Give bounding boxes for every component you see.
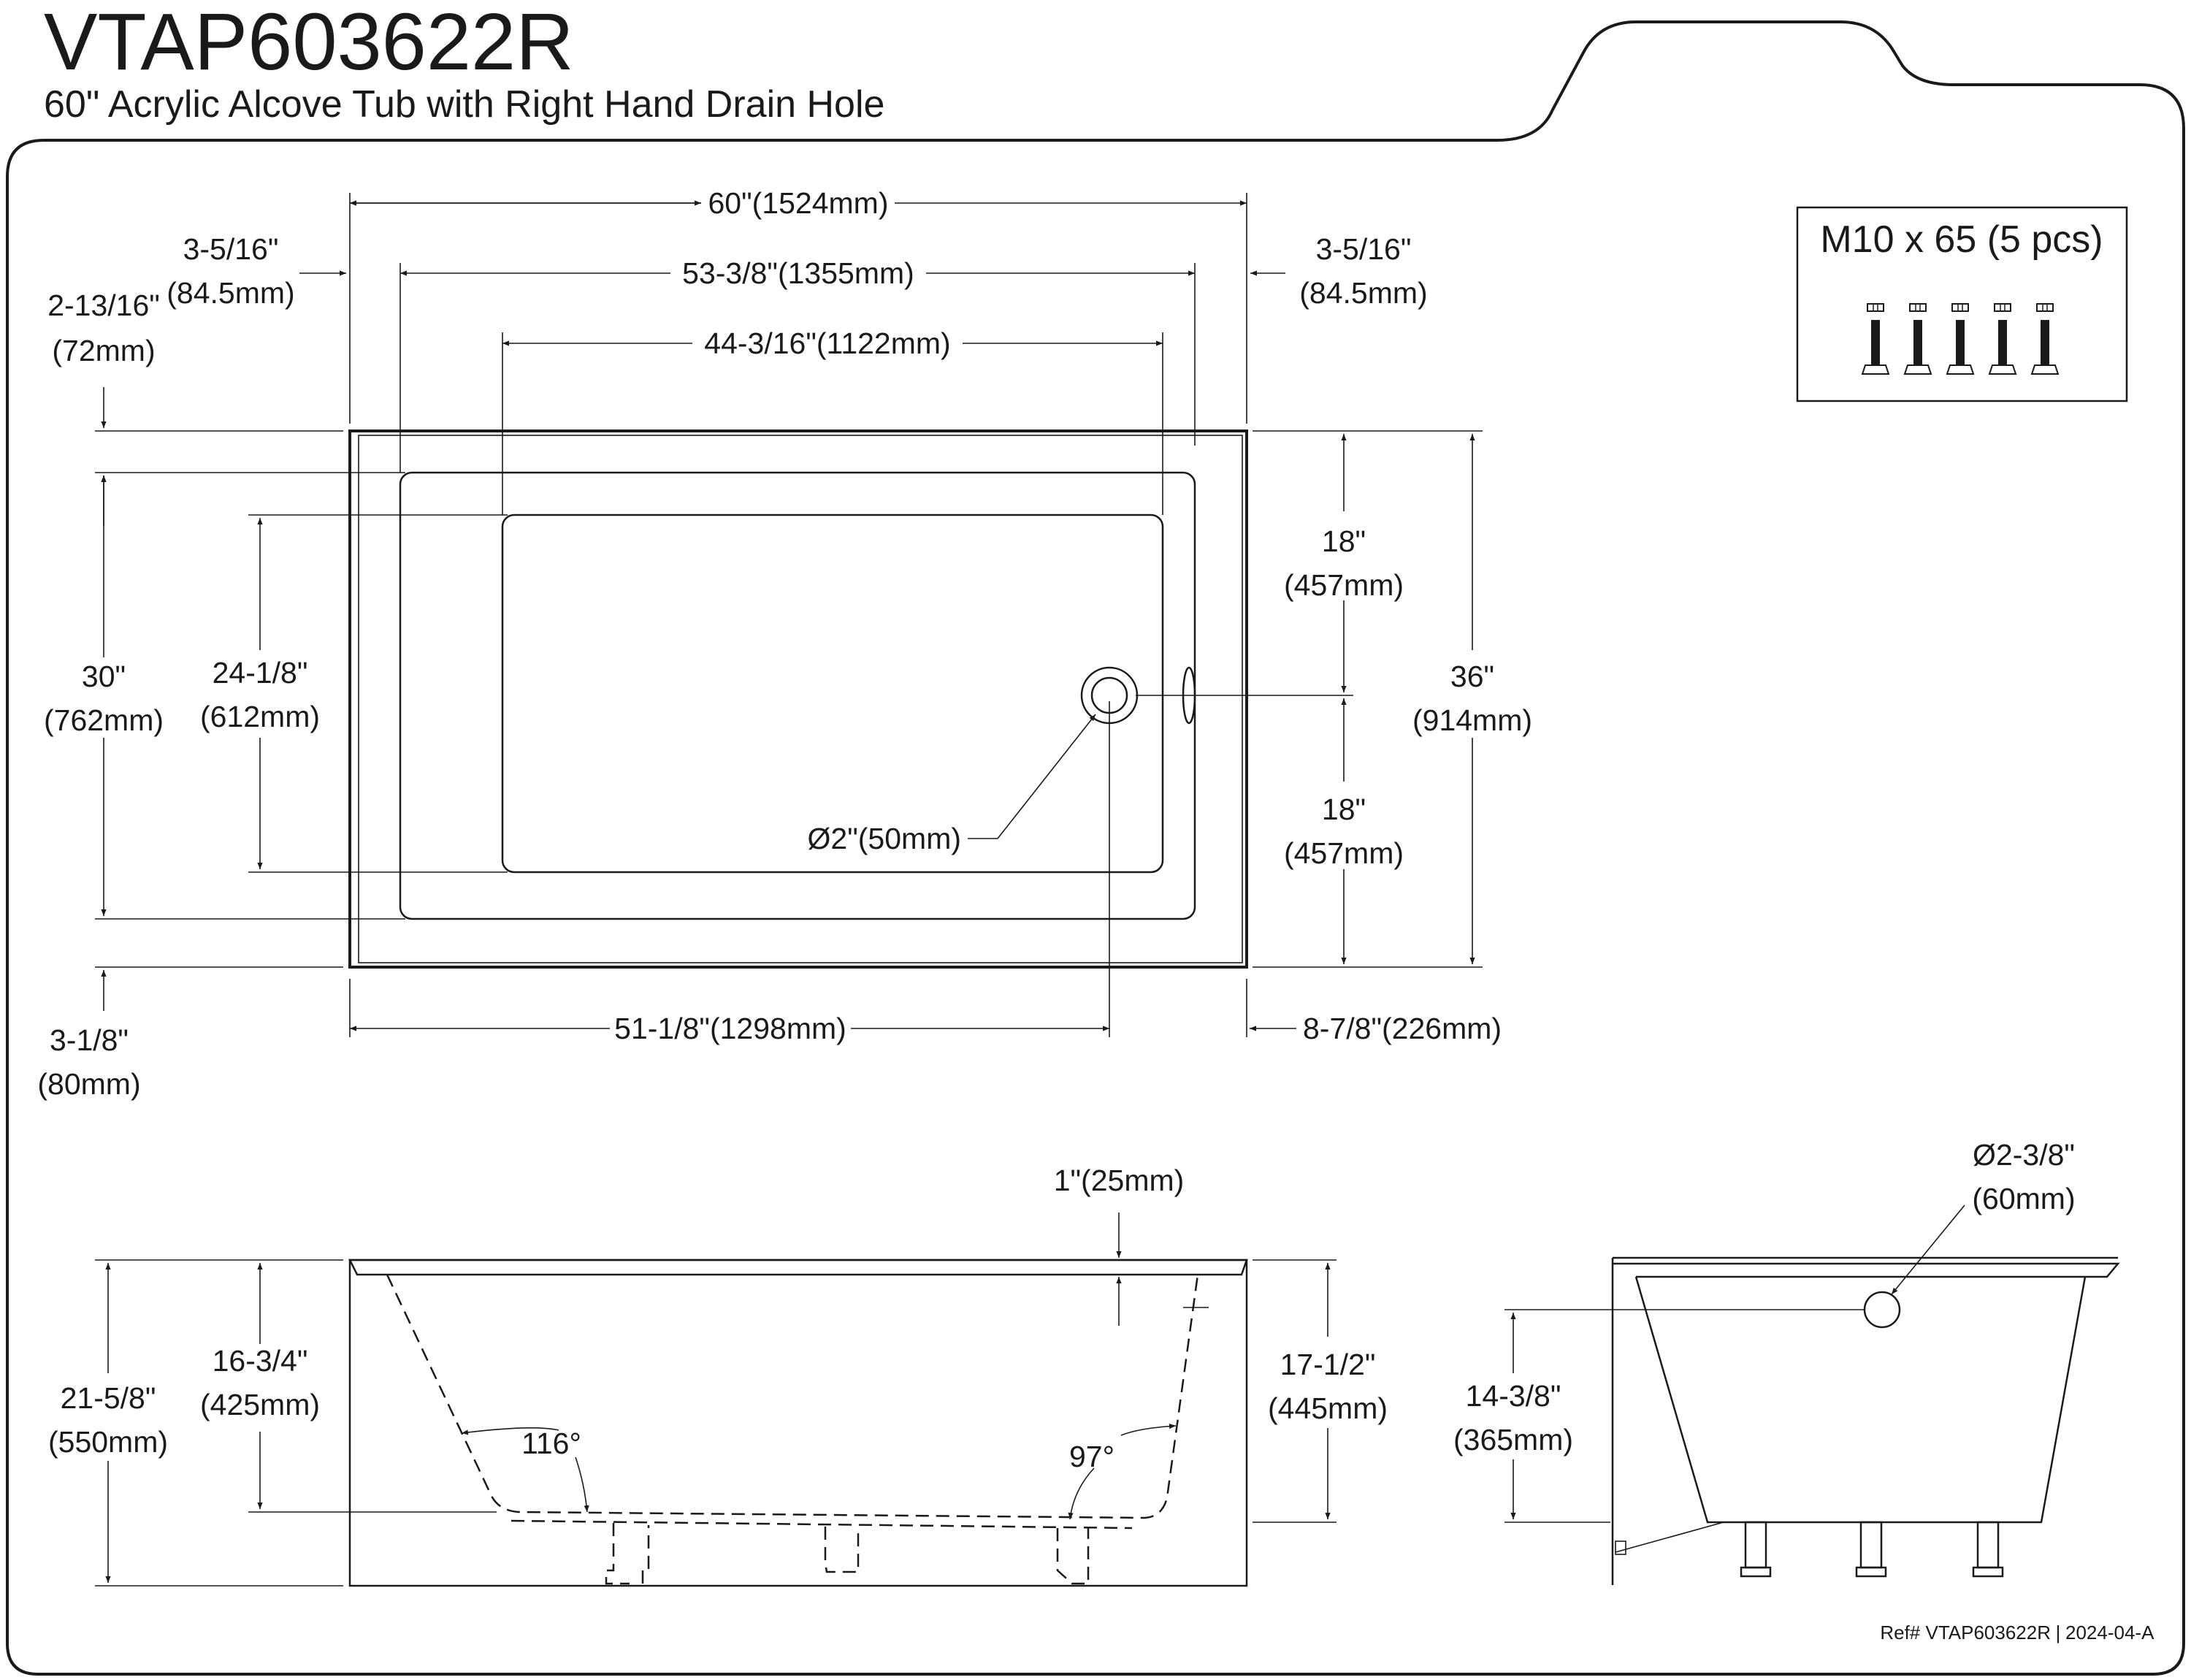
dim-back-rim-in: 2-13/16" <box>47 289 160 322</box>
dim-drain-diameter: Ø2"(50mm) <box>808 822 961 855</box>
dim-front-rim-mm: (80mm) <box>37 1067 140 1101</box>
product-subtitle: 60" Acrylic Alcove Tub with Right Hand D… <box>44 83 884 126</box>
top-view: 60"(1524mm) 53-3/8"(1355mm) 44-3/16"(112… <box>37 186 1532 1101</box>
overflow-hole <box>1863 1291 1901 1329</box>
dim-half-width-bottom-mm: (457mm) <box>1284 836 1404 870</box>
basin-profile <box>386 1274 1199 1519</box>
dim-overflow-height-mm: (365mm) <box>1453 1423 1573 1456</box>
dim-skirt-height-mm: (445mm) <box>1268 1391 1388 1425</box>
bolt-icon <box>1989 303 2016 375</box>
hardware-box: M10 x 65 (5 pcs) <box>1796 206 2128 402</box>
end-basin-profile <box>1634 1276 2087 1524</box>
dim-half-width-top-in: 18" <box>1322 524 1366 558</box>
reference-number: Ref# VTAP603622R <box>1880 1622 2051 1643</box>
dim-overall-width-in: 36" <box>1450 660 1494 693</box>
angle-right: 97° <box>1069 1440 1114 1473</box>
skirt-outline <box>348 1259 1248 1587</box>
footer-separator: | <box>2056 1622 2061 1643</box>
dim-overall-length: 60"(1524mm) <box>708 186 889 220</box>
dim-rim-thickness: 1"(25mm) <box>1054 1164 1185 1197</box>
dim-front-rim-in: 3-1/8" <box>50 1023 129 1057</box>
dim-overflow-height-in: 14-3/8" <box>1466 1379 1561 1413</box>
dim-floor-width-mm: (612mm) <box>200 700 320 733</box>
hardware-label: M10 x 65 (5 pcs) <box>1820 218 2103 261</box>
end-view: Ø2-3/8" (60mm) 14-3/8" (365mm) <box>1453 1138 2120 1585</box>
bolt-icon <box>1946 303 1974 375</box>
tub-floor <box>501 513 1164 874</box>
dim-overall-height-mm: (550mm) <box>48 1425 168 1459</box>
bolt-icon <box>2031 303 2059 375</box>
dim-inner-width-in: 30" <box>82 660 126 693</box>
dim-drain-to-right: 8-7/8"(226mm) <box>1303 1012 1502 1045</box>
bolt-icon <box>1904 303 1932 375</box>
dim-overall-height-in: 21-5/8" <box>61 1381 156 1415</box>
bolt-icon <box>1862 303 1889 375</box>
dim-left-rim-mm: (84.5mm) <box>167 276 294 310</box>
dim-inner-width-mm: (762mm) <box>44 703 164 737</box>
revision-code: 2024-04-A <box>2065 1622 2154 1643</box>
dim-left-rim-in: 3-5/16" <box>183 232 279 266</box>
dim-overall-width-mm: (914mm) <box>1412 703 1532 737</box>
dim-inner-depth-in: 16-3/4" <box>213 1344 308 1378</box>
model-number: VTAP603622R <box>44 0 574 87</box>
page-border <box>6 20 2185 1676</box>
dim-overflow-dia-mm: (60mm) <box>1972 1182 2075 1215</box>
dim-inner-depth-mm: (425mm) <box>200 1388 320 1421</box>
dim-right-rim-in: 3-5/16" <box>1316 232 1412 266</box>
side-view: 1"(25mm) 21-5/8" (550mm) 16-3/4" (425mm)… <box>48 1164 1388 1587</box>
dim-floor-length: 44-3/16"(1122mm) <box>704 327 950 360</box>
dim-drain-to-left: 51-1/8"(1298mm) <box>614 1012 846 1045</box>
dim-half-width-top-mm: (457mm) <box>1284 568 1404 602</box>
dim-half-width-bottom-in: 18" <box>1322 793 1366 826</box>
tub-outer-outline <box>348 429 1248 969</box>
tub-inner-basin <box>399 471 1196 920</box>
angle-left: 116° <box>521 1427 581 1460</box>
dim-overflow-dia-in: Ø2-3/8" <box>1973 1138 2075 1172</box>
dim-inner-length: 53-3/8"(1355mm) <box>682 256 914 290</box>
dim-floor-width-in: 24-1/8" <box>213 656 308 690</box>
dim-right-rim-mm: (84.5mm) <box>1299 276 1427 310</box>
dim-skirt-height-in: 17-1/2" <box>1280 1348 1376 1381</box>
dim-back-rim-mm: (72mm) <box>52 334 155 367</box>
